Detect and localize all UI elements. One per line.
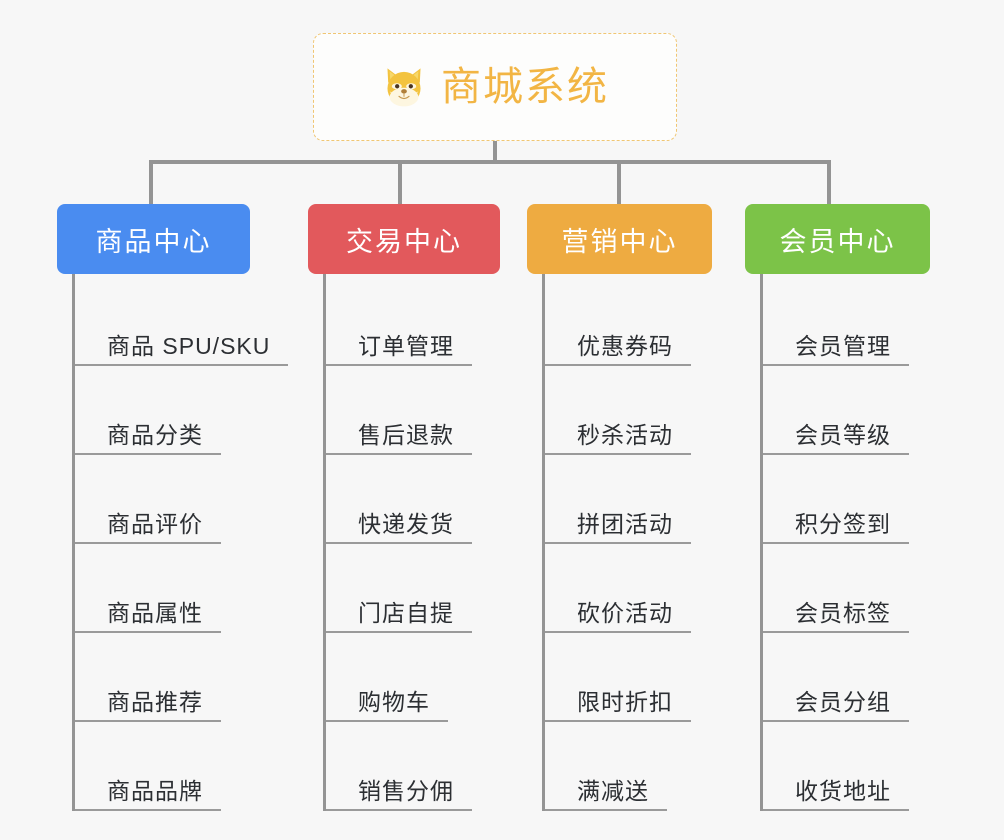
connector-root-stem (493, 141, 497, 163)
leaf-label: 门店自提 (358, 600, 454, 626)
list-item[interactable]: 销售分佣 (326, 722, 500, 811)
leaf-label: 商品属性 (107, 600, 203, 626)
leaf-underline (326, 542, 472, 544)
leaf-label: 限时折扣 (577, 689, 673, 715)
list-item[interactable]: 会员管理 (763, 277, 930, 366)
leaf-underline (545, 453, 691, 455)
connector-horizontal-bus (149, 160, 831, 164)
shiba-dog-face-icon (381, 64, 427, 110)
category-title-1: 商品中心 (95, 226, 212, 257)
leaf-label: 商品推荐 (107, 689, 203, 715)
category-title-3: 营销中心 (561, 226, 678, 257)
leaf-label: 会员标签 (795, 600, 891, 626)
list-item[interactable]: 会员等级 (763, 366, 930, 455)
connector-drop-2 (398, 160, 402, 204)
connector-drop-3 (617, 160, 621, 204)
leaf-underline (763, 720, 909, 722)
branch-column-4: 会员中心 会员管理 会员等级 积分签到 会员标签 会员分组 (745, 204, 930, 811)
list-item[interactable]: 收货地址 (763, 722, 930, 811)
leaf-underline (75, 364, 288, 366)
list-item[interactable]: 会员标签 (763, 544, 930, 633)
leaf-label: 商品品牌 (107, 778, 203, 804)
leaf-label: 商品分类 (107, 422, 203, 448)
leaf-label: 会员管理 (795, 333, 891, 359)
leaf-underline (545, 720, 691, 722)
leaf-list-1: 商品 SPU/SKU 商品分类 商品评价 商品属性 商品推荐 商品品牌 (72, 274, 288, 811)
leaf-list-3: 优惠券码 秒杀活动 拼团活动 砍价活动 限时折扣 满减送 (542, 274, 712, 811)
leaf-underline (75, 720, 221, 722)
leaf-underline (326, 809, 472, 811)
leaf-label: 满减送 (577, 778, 649, 804)
list-item[interactable]: 商品评价 (75, 455, 288, 544)
list-item[interactable]: 拼团活动 (545, 455, 712, 544)
list-item[interactable]: 商品品牌 (75, 722, 288, 811)
leaf-label: 优惠券码 (577, 333, 673, 359)
leaf-label: 收货地址 (795, 778, 891, 804)
list-item[interactable]: 限时折扣 (545, 633, 712, 722)
leaf-underline (545, 542, 691, 544)
leaf-underline (326, 453, 472, 455)
leaf-underline (763, 809, 909, 811)
list-item[interactable]: 砍价活动 (545, 544, 712, 633)
list-item[interactable]: 商品 SPU/SKU (75, 277, 288, 366)
leaf-label: 砍价活动 (577, 600, 673, 626)
leaf-label: 拼团活动 (577, 511, 673, 537)
list-item[interactable]: 商品分类 (75, 366, 288, 455)
leaf-underline (545, 809, 667, 811)
leaf-list-4: 会员管理 会员等级 积分签到 会员标签 会员分组 收货地址 (760, 274, 930, 811)
leaf-underline (326, 631, 472, 633)
leaf-underline (75, 809, 221, 811)
category-header-3[interactable]: 营销中心 (527, 204, 712, 274)
leaf-label: 商品评价 (107, 511, 203, 537)
leaf-label: 订单管理 (358, 333, 454, 359)
root-title: 商城系统 (441, 65, 609, 109)
list-item[interactable]: 会员分组 (763, 633, 930, 722)
list-item[interactable]: 订单管理 (326, 277, 500, 366)
root-node[interactable]: 商城系统 (313, 33, 677, 141)
category-header-2[interactable]: 交易中心 (308, 204, 500, 274)
list-item[interactable]: 快递发货 (326, 455, 500, 544)
leaf-label: 积分签到 (795, 511, 891, 537)
leaf-list-2: 订单管理 售后退款 快递发货 门店自提 购物车 销售分佣 (323, 274, 500, 811)
leaf-label: 商品 SPU/SKU (107, 333, 271, 359)
leaf-label: 购物车 (358, 689, 430, 715)
list-item[interactable]: 门店自提 (326, 544, 500, 633)
leaf-underline (763, 453, 909, 455)
leaf-label: 会员分组 (795, 689, 891, 715)
leaf-label: 售后退款 (358, 422, 454, 448)
leaf-label: 秒杀活动 (577, 422, 673, 448)
leaf-underline (75, 453, 221, 455)
branch-column-2: 交易中心 订单管理 售后退款 快递发货 门店自提 购物车 (308, 204, 500, 811)
connector-drop-4 (827, 160, 831, 204)
list-item[interactable]: 秒杀活动 (545, 366, 712, 455)
leaf-underline (326, 364, 472, 366)
list-item[interactable]: 商品属性 (75, 544, 288, 633)
category-title-2: 交易中心 (346, 226, 462, 257)
branch-column-1: 商品中心 商品 SPU/SKU 商品分类 商品评价 商品属性 商品推荐 (57, 204, 288, 811)
list-item[interactable]: 商品推荐 (75, 633, 288, 722)
leaf-label: 快递发货 (358, 511, 454, 537)
leaf-underline (763, 631, 909, 633)
leaf-label: 销售分佣 (358, 778, 454, 804)
leaf-label: 会员等级 (795, 422, 891, 448)
list-item[interactable]: 售后退款 (326, 366, 500, 455)
category-header-1[interactable]: 商品中心 (57, 204, 250, 274)
leaf-underline (326, 720, 448, 722)
category-title-4: 会员中心 (779, 226, 896, 257)
leaf-underline (763, 364, 909, 366)
branch-column-3: 营销中心 优惠券码 秒杀活动 拼团活动 砍价活动 限时折扣 (527, 204, 712, 811)
leaf-underline (75, 542, 221, 544)
list-item[interactable]: 积分签到 (763, 455, 930, 544)
leaf-underline (545, 631, 691, 633)
category-header-4[interactable]: 会员中心 (745, 204, 930, 274)
list-item[interactable]: 购物车 (326, 633, 500, 722)
leaf-underline (545, 364, 691, 366)
leaf-underline (763, 542, 909, 544)
leaf-underline (75, 631, 221, 633)
list-item[interactable]: 满减送 (545, 722, 712, 811)
list-item[interactable]: 优惠券码 (545, 277, 712, 366)
connector-drop-1 (149, 160, 153, 204)
